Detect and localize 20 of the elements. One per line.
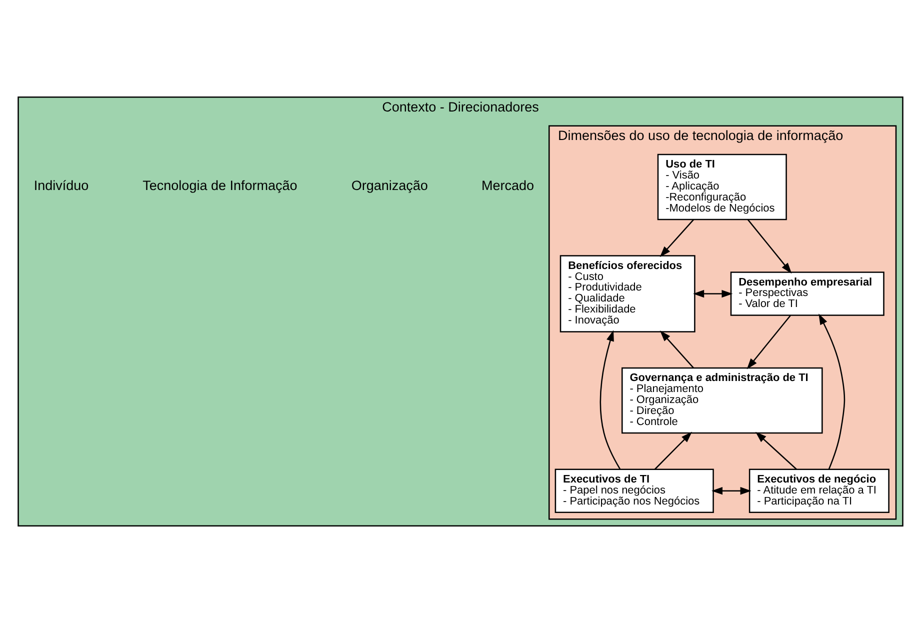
node-box: Desempenho empresarial - Perspectivas - Valor de TI: [730, 271, 884, 316]
arrow: [747, 218, 792, 274]
arrow: [712, 486, 752, 494]
node-box: Benefícios oferecidos - Custo - Produtividade - Qualidade - Flexibilidade - Inovação: [560, 254, 696, 332]
label: Organização: [351, 178, 428, 193]
arrow: [818, 313, 846, 469]
node-box: Executivos de TI - Papel nos negócios - Participação nos Negócios: [554, 468, 714, 512]
node-box: Executivos de negócio - Atitude em relação a TI - Participação na TI: [748, 468, 890, 512]
arrow: [755, 431, 797, 470]
arrow: [600, 330, 621, 469]
arrow: [693, 289, 733, 298]
node-box: Governança e administração de TI - Planejamento - Organização - Direção - Controle: [622, 366, 823, 434]
label: Mercado: [481, 178, 534, 193]
arrow: [746, 314, 792, 369]
label: Indivíduo: [34, 178, 89, 193]
arrow: [660, 330, 694, 368]
arrow: [660, 218, 694, 257]
arrow: [654, 431, 692, 470]
label: Tecnologia de Informação: [142, 178, 298, 193]
node-box: Uso de TI - Visão - Aplicação -Reconfiguração -Modelos de Negócios: [657, 153, 787, 220]
